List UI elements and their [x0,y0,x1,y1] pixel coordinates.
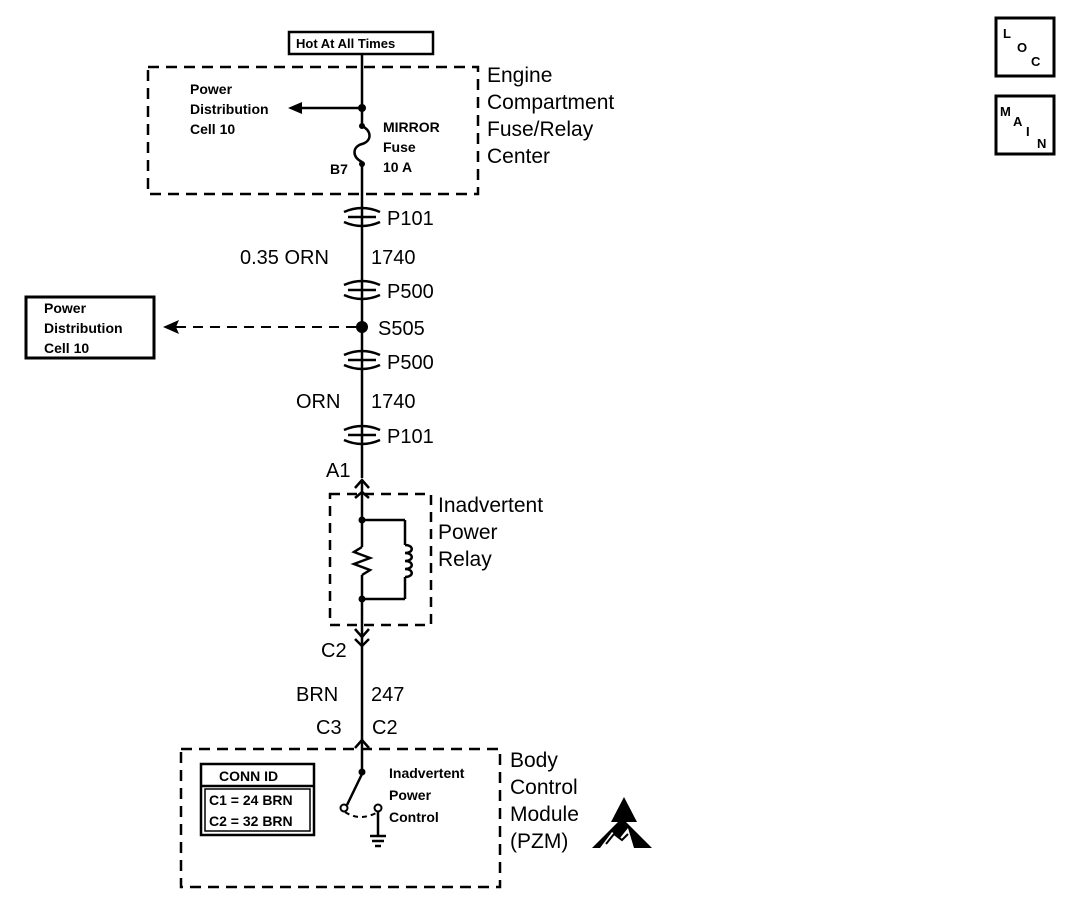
bcm-box [179,747,502,889]
bcm-pin-c2-label: C2 [372,717,398,739]
relay-box [328,492,433,627]
wire3-circuit-label: 247 [371,684,404,706]
svg-text:B7: B7 [330,161,348,177]
svg-text:(PZM): (PZM) [510,830,568,853]
svg-text:Fuse: Fuse [383,139,416,155]
relay-pin-a1-label: A1 [326,460,350,482]
svg-text:Engine: Engine [487,64,552,87]
svg-text:Module: Module [510,803,579,826]
wire2-circuit-label: 1740 [371,391,416,413]
svg-text:Cell 10: Cell 10 [44,340,89,356]
svg-text:N: N [1037,136,1046,151]
external-pdc-box: Power Distribution Cell 10 [24,295,156,360]
svg-text:Relay: Relay [438,548,492,571]
relay-node-bottom [358,595,366,603]
relay-label: Inadvertent Power Relay [438,494,543,571]
bcm-switch-label: Inadvertent Power Control [389,765,465,825]
fuse-relay-center-label: Engine Compartment Fuse/Relay Center [487,64,614,168]
bcm-switch [344,773,386,848]
conn-id-header: CONN ID [219,768,278,784]
connector-p101-bottom-label: P101 [387,426,434,448]
connector-p500-top [343,279,381,301]
wire1-color-label: 0.35 ORN [240,247,329,269]
svg-text:Power: Power [389,787,432,803]
mirror-fuse-label: MIRROR Fuse 10 A B7 [330,119,440,177]
esd-hand-icon [592,818,652,848]
wire1-circuit-label: 1740 [371,247,416,269]
connector-p101-top [343,206,381,228]
svg-text:I: I [1026,124,1030,139]
wire2-color-label: ORN [296,391,340,413]
svg-text:Inadvertent: Inadvertent [389,765,465,781]
splice-s505-label: S505 [378,318,425,340]
connector-p500-top-label: P500 [387,281,434,303]
svg-text:Distribution: Distribution [44,320,123,336]
fuse-relay-center-box [146,65,480,196]
hot-at-all-times-label: Hot At All Times [287,30,435,56]
svg-text:Compartment: Compartment [487,91,614,114]
main-button[interactable]: M A I N [994,94,1056,156]
relay-node-top [358,516,366,524]
svg-text:MIRROR: MIRROR [383,119,440,135]
wire3-color-label: BRN [296,684,338,706]
svg-text:Center: Center [487,145,550,168]
conn-id-table: CONN ID C1 = 24 BRN C2 = 32 BRN [199,762,316,837]
svg-text:Fuse/Relay: Fuse/Relay [487,118,594,141]
svg-text:A: A [1013,114,1023,129]
external-pdc-branch [163,320,356,334]
relay-pin-c2-label: C2 [321,640,347,662]
svg-text:Control: Control [389,809,439,825]
svg-text:Hot At All Times: Hot At All Times [296,36,395,51]
svg-text:Power: Power [44,300,87,316]
bcm-switch-contact [373,803,383,813]
bcm-pin-c3-label: C3 [316,717,342,739]
svg-text:C: C [1031,54,1041,69]
internal-pdc-branch [288,102,362,114]
svg-text:Body: Body [510,749,558,772]
svg-text:Control: Control [510,776,578,799]
relay-internals [350,518,413,648]
conn-id-row: C2 = 32 BRN [209,813,293,829]
fuse-bottom-terminal [359,161,365,167]
bcm-connector [354,738,370,772]
connector-p500-bottom-label: P500 [387,352,434,374]
svg-text:Power: Power [438,521,498,544]
connector-p101-bottom [343,424,381,446]
conn-id-row: C1 = 24 BRN [209,792,293,808]
connector-p101-top-label: P101 [387,208,434,230]
esd-warning-icon [611,797,637,822]
bcm-switch-top-contact [358,768,366,776]
connector-p500-bottom [343,349,381,371]
relay-connector-a1 [354,478,370,520]
splice-s505 [356,321,368,333]
svg-text:Inadvertent: Inadvertent [438,494,543,517]
svg-text:O: O [1017,40,1027,55]
svg-text:M: M [1000,104,1011,119]
bcm-switch-pivot [339,803,349,813]
svg-text:Distribution: Distribution [190,101,269,117]
svg-text:Power: Power [190,81,233,97]
internal-pdc-label: Power Distribution Cell 10 [190,81,269,137]
svg-text:10 A: 10 A [383,159,412,175]
svg-text:Cell 10: Cell 10 [190,121,235,137]
bcm-label: Body Control Module (PZM) [510,749,579,853]
fuse-top-terminal [359,123,365,129]
loc-button[interactable]: L O C [994,16,1056,78]
svg-text:L: L [1003,26,1011,41]
relay-connector-c2 [354,628,370,648]
